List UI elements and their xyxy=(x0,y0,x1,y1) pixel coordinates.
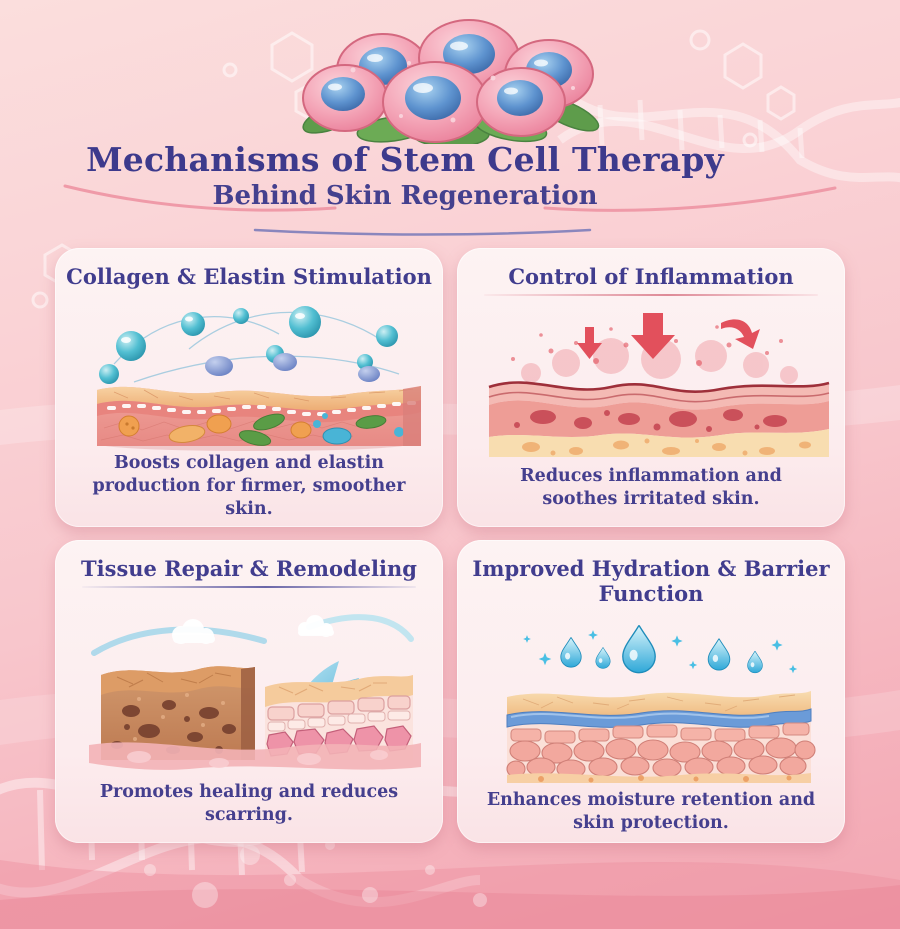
page-subtitle: Behind Skin Regeneration xyxy=(212,181,598,211)
cell-path-arcs xyxy=(113,311,400,383)
card-caption: Boosts collagen and elastin production f… xyxy=(92,453,406,520)
title-underline xyxy=(82,586,416,588)
inflammation-skin-illustration xyxy=(488,313,830,458)
card-inflammation: Control of Inflammation xyxy=(457,248,845,527)
subcutaneous-layer xyxy=(507,773,811,783)
card-hydration-barrier: Improved Hydration & Barrier Function xyxy=(457,540,845,843)
card-tissue-repair: Tissue Repair & Remodeling xyxy=(55,540,443,843)
dermis-organelles xyxy=(118,413,404,446)
card-caption: Reduces inflammation and soothes irritat… xyxy=(520,465,782,509)
title-underline xyxy=(484,294,818,296)
wind-swoosh xyxy=(91,614,414,657)
red-arrows-down xyxy=(577,313,760,360)
water-droplets xyxy=(560,625,763,674)
card-title: Tissue Repair & Remodeling xyxy=(81,556,417,581)
stem-cell-cluster-icon xyxy=(302,19,600,144)
mechanism-cards-grid: Collagen & Elastin Stimulation xyxy=(55,248,845,843)
card-caption: Promotes healing and reduces scarring. xyxy=(99,781,399,825)
stem-cell-spheres xyxy=(99,306,398,384)
sparkle-stars xyxy=(523,630,798,674)
hydrated-skin-block xyxy=(506,691,816,783)
brick-cells xyxy=(510,722,810,744)
cobblestone-cells xyxy=(506,737,816,779)
clouds xyxy=(172,615,334,645)
card-collagen-elastin: Collagen & Elastin Stimulation xyxy=(55,248,443,527)
tissue-repair-illustration xyxy=(89,614,421,771)
collagen-skin-illustration xyxy=(97,306,421,451)
hydration-skin-illustration xyxy=(506,625,816,783)
skin-block xyxy=(97,386,421,446)
card-caption: Enhances moisture retention and skin pro… xyxy=(486,790,816,834)
inflammation-speckles xyxy=(511,325,798,385)
card-title: Control of Inflammation xyxy=(508,264,794,289)
stem-cells xyxy=(302,19,594,143)
base-tissue-wave xyxy=(89,742,421,771)
repaired-skin-block xyxy=(265,675,413,761)
page-header: Mechanisms of Stem Cell Therapy Behind S… xyxy=(0,140,810,211)
card-title: Improved Hydration & Barrier Function xyxy=(472,556,830,606)
card-title: Collagen & Elastin Stimulation xyxy=(66,264,432,289)
elastin-spheres xyxy=(205,353,380,382)
inflamed-skin-layers xyxy=(488,381,830,458)
page-title: Mechanisms of Stem Cell Therapy xyxy=(86,140,724,179)
